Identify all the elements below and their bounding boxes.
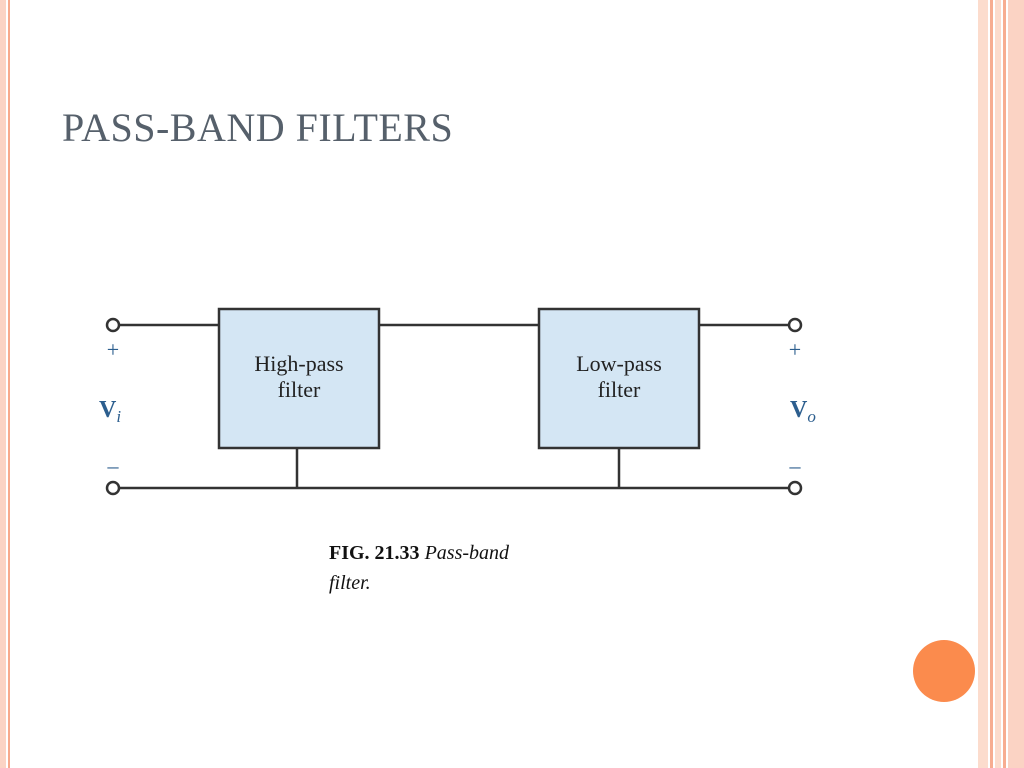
input-bottom-terminal bbox=[105, 480, 121, 496]
high-pass-label-line2: filter bbox=[278, 377, 321, 402]
figure-description: Pass-band filter. bbox=[329, 542, 510, 594]
right-decorative-stripe bbox=[995, 0, 1001, 768]
input-top-terminal bbox=[105, 317, 121, 333]
orange-accent-circle bbox=[913, 640, 975, 702]
output-voltage-symbol: V bbox=[790, 397, 808, 423]
left-decorative-stripe bbox=[0, 0, 6, 768]
high-pass-filter-block bbox=[217, 307, 381, 450]
right-decorative-line bbox=[990, 0, 993, 768]
output-plus-sign: + bbox=[789, 337, 801, 362]
right-decorative-line bbox=[1003, 0, 1006, 768]
input-minus-sign: – bbox=[107, 453, 120, 478]
low-pass-filter-block bbox=[537, 307, 701, 450]
input-voltage-subscript: i bbox=[116, 407, 121, 426]
output-voltage-label: Vo bbox=[790, 397, 816, 426]
output-voltage-subscript: o bbox=[807, 407, 816, 426]
low-pass-label-line2: filter bbox=[598, 377, 641, 402]
left-decorative-line bbox=[8, 0, 10, 768]
input-plus-sign: + bbox=[107, 337, 119, 362]
input-voltage-label: Vi bbox=[99, 397, 121, 426]
right-decorative-stripe bbox=[978, 0, 988, 768]
figure-caption: FIG. 21.33 Pass-band filter. bbox=[329, 538, 539, 598]
input-voltage-symbol: V bbox=[99, 397, 117, 423]
figure-number: FIG. 21.33 bbox=[329, 542, 420, 564]
slide-title: PASS-BAND FILTERS bbox=[62, 105, 454, 150]
low-pass-label-line1: Low-pass bbox=[576, 351, 662, 376]
output-top-terminal bbox=[787, 317, 803, 333]
high-pass-label-line1: High-pass bbox=[254, 351, 343, 376]
output-minus-sign: – bbox=[789, 453, 802, 478]
output-bottom-terminal bbox=[787, 480, 803, 496]
right-decorative-stripe bbox=[1008, 0, 1024, 768]
